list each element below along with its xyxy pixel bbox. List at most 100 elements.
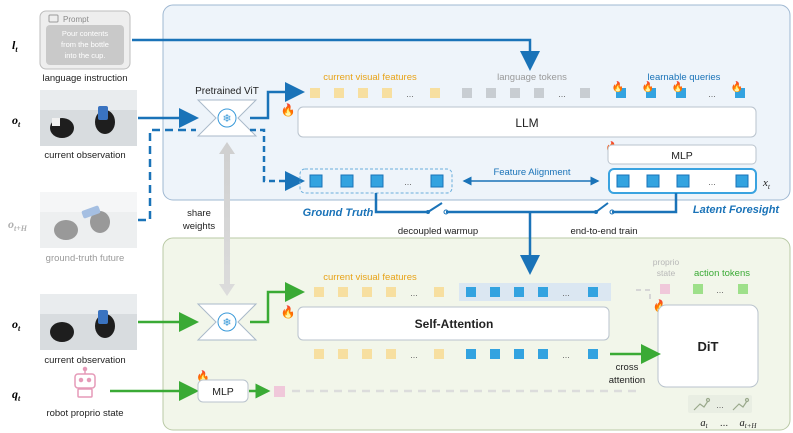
prompt-line-3: into the cup. xyxy=(65,51,106,60)
sa-bottom-visual-token-5 xyxy=(434,349,444,359)
prompt-line-2: from the bottle xyxy=(61,40,109,49)
current-observation-image-2 xyxy=(40,294,137,350)
sa-bottom-foresight-token-3 xyxy=(514,349,524,359)
robot-proprio-state-label: robot proprio state xyxy=(46,408,123,419)
query-token-ellipsis: ... xyxy=(708,89,716,99)
ath-symbol: at+H xyxy=(740,418,758,430)
visual-token-4 xyxy=(382,88,392,98)
action-ellipsis: ... xyxy=(716,285,724,295)
visual-token-3 xyxy=(358,88,368,98)
latent-foresight-label: Latent Foresight xyxy=(693,204,781,216)
self-attention-label: Self-Attention xyxy=(415,317,494,331)
sa-top-visual-token-1 xyxy=(314,287,324,297)
proprio-token xyxy=(660,284,670,294)
fire-icon-query-4: 🔥 xyxy=(731,80,743,93)
gt-token-ellipsis: ... xyxy=(404,177,412,187)
query-token-4 xyxy=(735,88,745,98)
prompt-line-1: Pour contents xyxy=(62,29,109,38)
ot-symbol: ot xyxy=(12,113,21,129)
ot2-symbol: ot xyxy=(12,317,21,333)
language-tokens-label: language tokens xyxy=(497,72,567,83)
self-attention-block xyxy=(297,306,610,341)
mlp-top-label: MLP xyxy=(671,150,693,162)
sa-top-foresight-token-5 xyxy=(588,287,598,297)
current-observation-label: current observation xyxy=(44,150,125,161)
vit-to-self-attention-arrow xyxy=(250,282,305,324)
pretrained-vit-block-2: ❄ xyxy=(196,303,258,341)
lf-token-2 xyxy=(646,174,660,188)
fire-icon-self-attention: 🔥 xyxy=(281,305,296,319)
sa-top-foresight-ellipsis: ... xyxy=(562,288,570,298)
sa-top-visual-ellipsis: ... xyxy=(410,288,418,298)
query-token-3 xyxy=(676,88,686,98)
action-symbol-ellipsis: ... xyxy=(720,418,728,429)
decoupled-warmup-switch xyxy=(427,202,443,213)
fire-icon-query-3: 🔥 xyxy=(672,80,684,93)
state-label: state xyxy=(657,268,676,278)
learnable-queries-label: learnable queries xyxy=(648,72,721,83)
current-observation-label-2: current observation xyxy=(44,355,125,366)
proprio-faint-connector xyxy=(636,289,651,300)
snowflake-icon-2: ❄ xyxy=(222,317,231,329)
dit-label: DiT xyxy=(698,339,719,354)
share-weights-arrow xyxy=(219,142,235,296)
gt-token-1 xyxy=(309,174,323,188)
oth-symbol: ot+H xyxy=(8,217,28,233)
mlp-top-block xyxy=(607,144,757,165)
gt-token-4 xyxy=(430,174,444,188)
lf-token-1 xyxy=(616,174,630,188)
latent-foresight-token-row: ... xyxy=(616,174,749,188)
snowflake-icon: ❄ xyxy=(222,113,231,125)
action-output-band xyxy=(688,395,752,413)
visual-token-ellipsis: ... xyxy=(406,89,414,99)
ground-truth-label: Ground Truth xyxy=(303,207,374,219)
current-visual-features-label: current visual features xyxy=(323,72,417,83)
at-symbol: at xyxy=(700,418,708,430)
language-token-4 xyxy=(534,88,544,98)
visual-token-1 xyxy=(310,88,320,98)
sa-top-foresight-token-4 xyxy=(538,287,548,297)
sa-top-visual-token-3 xyxy=(362,287,372,297)
action-output-icon-2 xyxy=(732,397,750,411)
prompt-card: Prompt Pour contents from the bottle int… xyxy=(39,10,131,70)
fire-icon-llm: 🔥 xyxy=(281,103,296,117)
lf-token-ellipsis: ... xyxy=(708,177,716,187)
ground-truth-path xyxy=(374,193,428,214)
share-label: share xyxy=(187,208,211,219)
action-tokens-label: action tokens xyxy=(694,268,750,279)
bottom-visual-features-label: current visual features xyxy=(323,272,417,283)
end-to-end-train-label: end-to-end train xyxy=(570,226,637,237)
visual-token-2 xyxy=(334,88,344,98)
self-attention-bottom-token-row: ...... xyxy=(314,349,598,360)
query-token-1 xyxy=(616,88,626,98)
cross-label: cross xyxy=(616,362,639,373)
prompt-icon xyxy=(48,14,59,23)
action-token-1 xyxy=(693,284,703,294)
visual-token-5 xyxy=(430,88,440,98)
mlp-bottom-label: MLP xyxy=(212,386,234,398)
sa-bottom-visual-token-3 xyxy=(362,349,372,359)
robot-icon xyxy=(74,366,96,398)
mlp-bottom-block xyxy=(197,379,249,403)
latent-foresight-path xyxy=(612,193,678,214)
action-output-ellipsis: ... xyxy=(716,400,724,410)
sa-top-visual-token-2 xyxy=(338,287,348,297)
fire-icon-query-1: 🔥 xyxy=(612,80,624,93)
vit-to-llm-arrow xyxy=(250,82,305,120)
llm-block xyxy=(297,106,757,138)
xt-symbol: xt xyxy=(762,177,771,191)
sa-top-foresight-token-2 xyxy=(490,287,500,297)
end-to-end-switch xyxy=(595,202,609,213)
lf-token-4 xyxy=(735,174,749,188)
language-token-5 xyxy=(580,88,590,98)
language-instruction-label: language instruction xyxy=(42,73,127,84)
action-output-icon-1 xyxy=(693,397,711,411)
sa-bottom-foresight-token-1 xyxy=(466,349,476,359)
proprio-label: proprio xyxy=(653,257,680,267)
gt-token-3 xyxy=(370,174,384,188)
action-token-2 xyxy=(738,284,748,294)
sa-bottom-visual-token-2 xyxy=(338,349,348,359)
lt-symbol: lt xyxy=(12,38,18,54)
query-token-2 xyxy=(646,88,656,98)
